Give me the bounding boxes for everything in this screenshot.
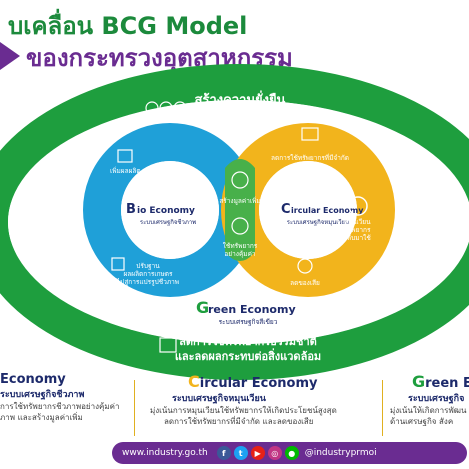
bio-center bbox=[121, 161, 219, 259]
economy-icon bbox=[145, 101, 159, 115]
instagram-icon[interactable]: ◎ bbox=[267, 446, 282, 460]
green-column: Green E ระบบเศรษฐกิจ มุ่งเน้นให้เกิดการพ… bbox=[390, 372, 469, 427]
green-title-rest: reen Economy bbox=[208, 303, 296, 316]
center-item-bottom-1: ใช้ทรัพยากร bbox=[223, 242, 258, 250]
bio-item-bottom-2: ผลผลิตการเกษตร bbox=[123, 270, 173, 278]
ring-top-title: สร้างความยั่งยืน bbox=[195, 90, 286, 108]
circular-column: Circular Economy ระบบเศรษฐกิจหมุนเวียน ม… bbox=[150, 372, 370, 427]
ring-top-sub: ทางเศรษฐกิจ สังคม และสิ่งแวดล้อม bbox=[183, 110, 321, 123]
value-add-icon bbox=[231, 171, 249, 189]
footer-url[interactable]: www.industry.go.th bbox=[122, 448, 208, 458]
farm-product-icon bbox=[111, 257, 125, 271]
green-column-desc1: มุ่งเน้นให้เกิดการพัฒน bbox=[390, 406, 467, 415]
bio-title-rest: io Economy bbox=[137, 206, 195, 216]
circular-item-right-1: หมุนเวียน bbox=[343, 218, 371, 226]
bio-column-title: Economy bbox=[0, 372, 66, 387]
ring-bottom-line2: และลดผลกระทบต่อสิ่งแวดล้อม bbox=[175, 348, 321, 363]
title-accent-arrow bbox=[0, 42, 20, 70]
center-item-top: สร้างมูลค่าเพิ่ม bbox=[219, 196, 260, 205]
limited-resource-icon bbox=[301, 127, 319, 141]
circular-item-right-2: ทรัพยากร bbox=[344, 226, 371, 234]
bio-title-cap: B bbox=[126, 202, 136, 217]
circular-column-cap: C bbox=[188, 372, 200, 391]
hand-leaf-icon bbox=[231, 217, 249, 235]
bio-item-bottom-1: ปรับฐาน bbox=[136, 262, 160, 270]
bio-subtitle: ระบบเศรษฐกิจชีวภาพ bbox=[140, 218, 196, 226]
ring-bottom-line1: ลดการใช้ทรัพยากรธรรมชาติ bbox=[179, 334, 317, 348]
divider-left bbox=[134, 380, 135, 436]
resource-chart-icon bbox=[159, 337, 177, 353]
circular-title-cap: C bbox=[281, 202, 291, 217]
circular-center bbox=[259, 161, 357, 259]
green-column-sub: ระบบเศรษฐกิจ bbox=[408, 394, 465, 404]
footer-handle[interactable]: @industryprmoi bbox=[304, 448, 377, 458]
bio-column: Economy ระบบเศรษฐกิจชีวภาพ การใช้ทรัพยาก… bbox=[0, 372, 120, 423]
green-subtitle: ระบบเศรษฐกิจสีเขียว bbox=[219, 318, 278, 326]
green-column-desc2: ด้านเศรษฐกิจ สังค bbox=[390, 417, 454, 426]
twitter-icon[interactable]: t bbox=[233, 446, 248, 460]
circular-column-title: Circular Economy bbox=[150, 372, 370, 391]
footer-bar: www.industry.go.th f t ▶ ◎ ● @industrypr… bbox=[112, 442, 467, 464]
bio-column-desc2: ภาพ และสร้างมูลค่าเพิ่ม bbox=[0, 413, 83, 422]
environment-icon bbox=[173, 101, 187, 115]
page-title-line1: บเคลื่อน BCG Model bbox=[8, 12, 248, 40]
green-title-cap: G bbox=[196, 298, 209, 317]
circular-subtitle: ระบบเศรษฐกิจหมุนเวียน bbox=[287, 218, 350, 226]
circular-title-rest: ircular Economy bbox=[291, 206, 364, 215]
overlap-band bbox=[225, 159, 255, 261]
youtube-icon[interactable]: ▶ bbox=[250, 446, 265, 460]
facebook-icon[interactable]: f bbox=[216, 446, 231, 460]
reduce-waste-icon bbox=[297, 258, 313, 274]
center-item-bottom-2: อย่างคุ้มค่า bbox=[224, 250, 256, 258]
bio-column-desc1: การใช้ทรัพยากรชีวภาพอย่างคุ้มค่า bbox=[0, 402, 120, 411]
circular-item-bottom: ลดของเสีย bbox=[290, 279, 320, 287]
circular-column-desc1: มุ่งเน้นการหมุนเวียนใช้ทรัพยากรให้เกิดปร… bbox=[150, 406, 337, 415]
divider-right bbox=[382, 380, 383, 436]
green-column-cap: G bbox=[412, 372, 426, 391]
circular-column-rest: ircular Economy bbox=[199, 376, 318, 391]
bio-item-bottom-3: ไปสู่การแปรรูปชีวภาพ bbox=[116, 278, 179, 286]
growth-chart-icon bbox=[117, 149, 133, 163]
green-column-title: Green E bbox=[390, 372, 469, 391]
society-icon bbox=[159, 101, 173, 115]
line-icon[interactable]: ● bbox=[284, 446, 299, 460]
bio-column-sub: ระบบเศรษฐกิจชีวภาพ bbox=[0, 390, 85, 400]
recycle-icon bbox=[348, 196, 368, 216]
circular-column-desc2: ลดการใช้ทรัพยากรที่มีจำกัด และลดของเสีย bbox=[164, 417, 314, 426]
bio-item-top: เพิ่มผลผลิต bbox=[110, 166, 141, 175]
circular-item-top: ลดการใช้ทรัพยากรที่มีจำกัด bbox=[271, 153, 349, 162]
circular-item-right-3: กลับมาใช้ bbox=[343, 234, 371, 242]
outer-green-ring bbox=[0, 64, 469, 380]
circular-column-sub: ระบบเศรษฐกิจหมุนเวียน bbox=[172, 394, 266, 404]
green-column-rest: reen E bbox=[425, 376, 469, 391]
